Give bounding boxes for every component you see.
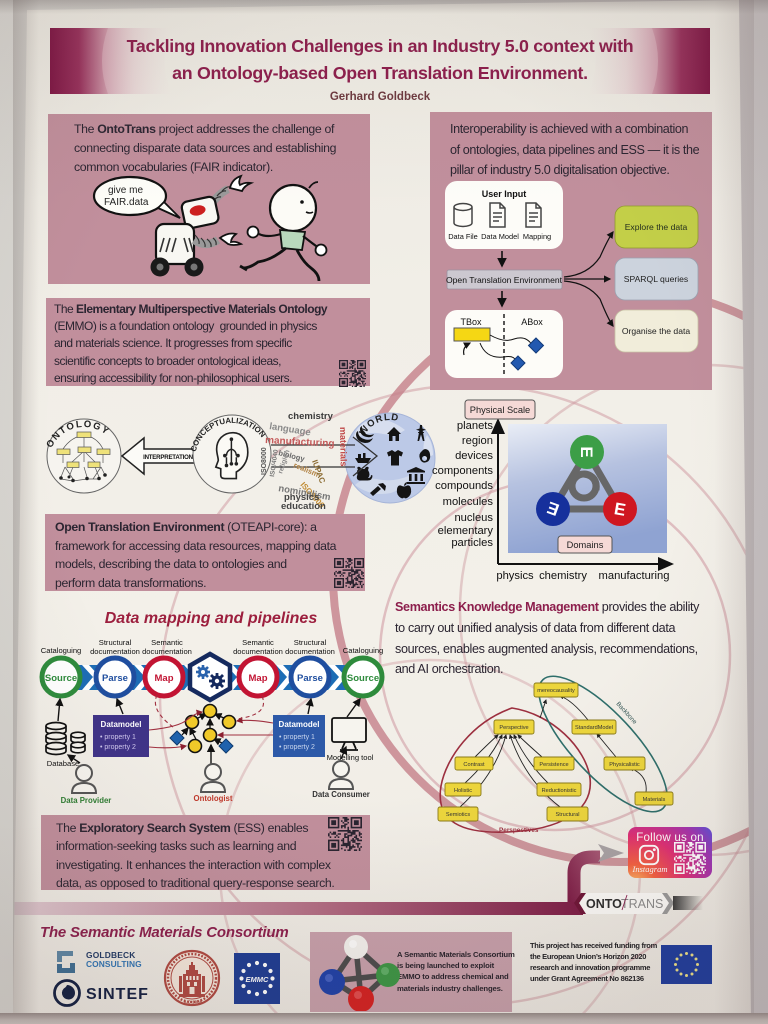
- svg-text:Source: Source: [45, 673, 77, 684]
- svg-text:• property 1: • property 1: [100, 734, 136, 741]
- svg-text:ABox: ABox: [521, 317, 543, 327]
- svg-text:Parse: Parse: [102, 673, 128, 684]
- svg-text:particles: particles: [451, 537, 493, 549]
- svg-text:Structural: Structural: [294, 638, 327, 647]
- svg-text:Cataloguing: Cataloguing: [41, 646, 82, 655]
- svg-text:planets: planets: [457, 420, 493, 432]
- svg-text:physics: physics: [284, 492, 319, 503]
- svg-text:StandardModel: StandardModel: [575, 725, 613, 731]
- svg-text:Data File: Data File: [448, 232, 478, 241]
- svg-text:GOLDBECK: GOLDBECK: [86, 950, 136, 960]
- svg-text:documentation: documentation: [285, 647, 335, 656]
- svg-text:Physicalistic: Physicalistic: [609, 762, 640, 768]
- svg-text:education: education: [281, 501, 326, 512]
- svg-text:FAIR.data: FAIR.data: [104, 197, 149, 208]
- svg-text:TBox: TBox: [460, 317, 482, 327]
- svg-text:Map: Map: [249, 673, 268, 684]
- svg-text:chemistry: chemistry: [288, 411, 334, 422]
- svg-text:elementary: elementary: [438, 525, 494, 537]
- svg-text:chemistry: chemistry: [539, 570, 587, 582]
- svg-text:Organise the data: Organise the data: [622, 326, 691, 336]
- svg-text:Structural: Structural: [99, 638, 132, 647]
- svg-text:give me: give me: [108, 185, 143, 196]
- svg-text:Data Model: Data Model: [481, 232, 519, 241]
- svg-text:Materials: Materials: [643, 797, 666, 803]
- svg-text:Cataloguing: Cataloguing: [343, 646, 384, 655]
- svg-text:Database: Database: [47, 759, 80, 768]
- svg-text:INTERPRETATION: INTERPRETATION: [143, 454, 193, 461]
- svg-text:SINTEF: SINTEF: [86, 986, 149, 1003]
- svg-text:E: E: [613, 499, 627, 520]
- svg-text:ONTO: ONTO: [586, 897, 622, 911]
- svg-text:E: E: [577, 446, 596, 457]
- svg-text:Physical Scale: Physical Scale: [470, 405, 530, 415]
- svg-text:Ontologist: Ontologist: [194, 794, 233, 803]
- svg-text:mereocausality: mereocausality: [537, 688, 575, 694]
- svg-text:compounds: compounds: [435, 480, 493, 492]
- svg-text:Perspectives: Perspectives: [499, 827, 539, 834]
- svg-text:Persistence: Persistence: [539, 762, 568, 768]
- svg-text:Contrast: Contrast: [463, 762, 485, 768]
- svg-text:Datamodel: Datamodel: [101, 720, 142, 729]
- svg-text:A.D 1088: A.D 1088: [184, 1000, 203, 1005]
- svg-text:devices: devices: [455, 450, 493, 462]
- svg-text:Semantic: Semantic: [242, 638, 274, 647]
- svg-text:• property 1: • property 1: [279, 734, 315, 741]
- svg-text:documentation: documentation: [90, 647, 140, 656]
- svg-text:• property 2: • property 2: [279, 744, 315, 751]
- svg-text:Map: Map: [155, 673, 174, 684]
- svg-text:Data Provider: Data Provider: [61, 796, 112, 805]
- svg-text:materials: materials: [338, 427, 349, 467]
- svg-text:Holistic: Holistic: [454, 788, 472, 794]
- svg-text:Backbone: Backbone: [615, 701, 639, 727]
- svg-text:Reductionistic: Reductionistic: [542, 788, 577, 794]
- svg-text:Data Consumer: Data Consumer: [312, 790, 370, 799]
- svg-text:Source: Source: [347, 673, 379, 684]
- svg-text:CONSULTING: CONSULTING: [86, 959, 142, 969]
- svg-text:TRANS: TRANS: [621, 897, 663, 911]
- svg-text:Structural: Structural: [556, 812, 580, 818]
- svg-text:Explore the data: Explore the data: [625, 222, 688, 232]
- svg-text:Semiotics: Semiotics: [446, 812, 470, 818]
- svg-text:SPARQL queries: SPARQL queries: [624, 274, 688, 284]
- svg-text:nucleus: nucleus: [454, 512, 493, 524]
- svg-text:components: components: [432, 465, 493, 477]
- svg-text:region: region: [462, 435, 493, 447]
- svg-text:physics: physics: [496, 570, 534, 582]
- svg-text:molecules: molecules: [443, 496, 494, 508]
- svg-text:Domains: Domains: [567, 540, 604, 550]
- svg-text:ISO8000: ISO8000: [261, 447, 268, 475]
- svg-text:• property 2: • property 2: [100, 744, 136, 751]
- svg-text:Datamodel: Datamodel: [279, 720, 320, 729]
- svg-text:manufacturing: manufacturing: [599, 570, 670, 582]
- svg-text:EMMC: EMMC: [246, 975, 269, 984]
- svg-text:manufacturing: manufacturing: [265, 435, 335, 450]
- svg-text:Parse: Parse: [297, 673, 323, 684]
- svg-text:Semantic: Semantic: [151, 638, 183, 647]
- svg-text:ISO/4040: ISO/4040: [269, 449, 280, 478]
- svg-text:Modelling tool: Modelling tool: [327, 753, 374, 762]
- svg-text:Perspective: Perspective: [499, 725, 528, 731]
- svg-text:Mapping: Mapping: [523, 232, 551, 241]
- svg-text:documentation: documentation: [142, 647, 192, 656]
- svg-text:User Input: User Input: [482, 189, 527, 199]
- svg-text:Open Translation Environment: Open Translation Environment: [446, 275, 563, 285]
- svg-text:documentation: documentation: [233, 647, 283, 656]
